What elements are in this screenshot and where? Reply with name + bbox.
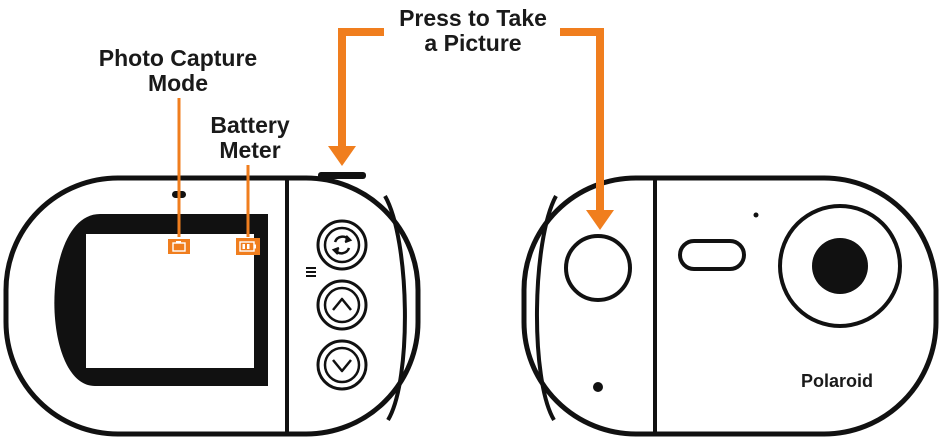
- callout-press-line1: Press to Take: [399, 5, 547, 31]
- camera-front-side-band: [535, 195, 558, 422]
- callout-press-to-take: Press to Take a Picture: [360, 6, 586, 56]
- chevron-down-icon: [332, 359, 352, 373]
- down-button[interactable]: [316, 339, 368, 391]
- callout-photo-line1: Photo Capture: [98, 45, 258, 71]
- shutter-arrow-front: [560, 28, 614, 230]
- sensor-dot: [753, 212, 759, 218]
- up-button[interactable]: [316, 279, 368, 331]
- callout-battery-line1: Battery: [210, 112, 290, 138]
- lens: [812, 238, 868, 294]
- callout-photo-capture-mode: Photo Capture Mode: [70, 46, 286, 96]
- callout-photo-line2: Mode: [147, 70, 209, 96]
- flash-window: [678, 239, 746, 271]
- rotate-icon: [331, 235, 353, 255]
- brand-logo-text: Polaroid: [800, 371, 873, 391]
- mode-button[interactable]: [316, 219, 368, 271]
- lcd-screen: [86, 234, 254, 368]
- shutter-arrow-back: [328, 28, 384, 166]
- callout-battery-meter: Battery Meter: [180, 113, 320, 163]
- shutter-button[interactable]: [564, 234, 632, 302]
- chevron-up-icon: [332, 297, 352, 311]
- camera-back-side-band: [383, 195, 407, 422]
- microphone-hole: [593, 382, 603, 392]
- camera-back-view: [3, 172, 421, 437]
- menu-icon[interactable]: [306, 267, 316, 277]
- shutter-nub-back: [318, 172, 366, 179]
- camera-mode-icon: [168, 239, 190, 254]
- camera-front-view: [521, 175, 939, 437]
- battery-icon: [236, 238, 260, 255]
- callout-leaders: [177, 28, 614, 237]
- callout-battery-line2: Meter: [219, 137, 281, 163]
- callout-press-line2: a Picture: [424, 30, 522, 56]
